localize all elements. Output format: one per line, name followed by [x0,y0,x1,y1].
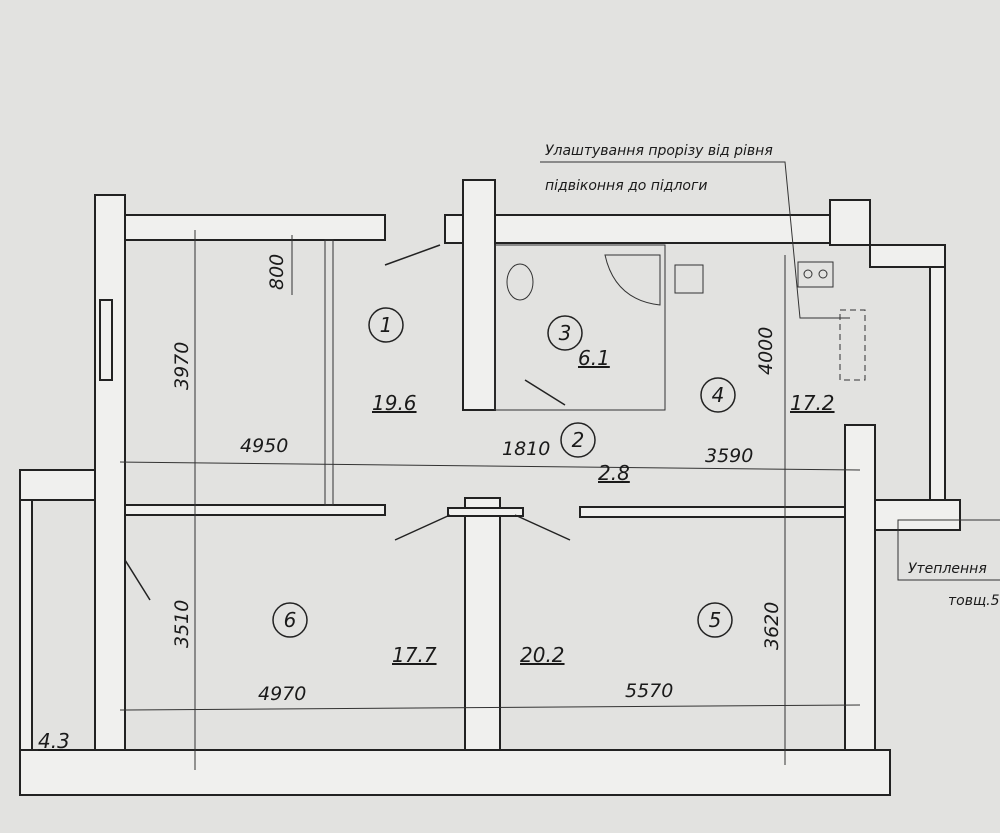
opening-note-line1: Улаштування прорізу від рівня [545,143,773,159]
dim-4950: 4950 [240,435,288,457]
bathroom-outline [494,244,666,411]
room-1-number: 1 [380,313,393,337]
left-balcony-top [19,469,96,501]
room-3-area: 6.1 [578,346,610,370]
fixtures [506,254,866,381]
shower-icon [604,254,661,306]
room-5-number: 5 [709,608,722,632]
balcony-top [869,244,946,268]
room-markers [272,307,736,638]
balcony-window [929,266,946,508]
dim-1810: 1810 [502,438,550,460]
counter [839,309,866,381]
bathroom-wall [462,179,496,411]
wall-4-5 [579,506,846,518]
room-3-number: 3 [559,321,572,345]
dim-4970: 4970 [258,683,306,705]
dim-4000: 4000 [755,327,777,375]
top-wall-middle [444,214,871,244]
center-column [464,497,501,751]
left-wall [94,194,126,771]
insulation-note: Утеплення товщ.5 [897,519,1000,609]
left-window [99,299,113,381]
walls [19,179,961,796]
dimension-lines [119,230,861,770]
insulation-note-line1: Утеплення [908,561,987,577]
room-1-area: 19.6 [372,391,417,415]
room-4-number: 4 [712,383,725,407]
left-balcony-window [19,499,33,771]
center-lintel [447,507,524,517]
right-wall [844,424,876,771]
room-4-area: 17.2 [790,391,835,415]
room-2-number: 2 [572,428,585,452]
balcony-area: 4.3 [38,729,70,753]
stove-icon [797,261,834,288]
opening-note: Улаштування прорізу від рівня підвіконня… [540,143,850,319]
sink-icon [674,264,704,294]
opening-note-line2: підвіконня до підлоги [545,178,707,194]
wall-1-6 [124,504,386,516]
dim-3590: 3590 [705,445,753,467]
partition [324,239,334,506]
room-6-area: 17.7 [392,643,437,667]
dim-3970: 3970 [171,342,193,390]
room-5-area: 20.2 [520,643,565,667]
balcony-bottom [869,499,961,531]
bottom-wall [19,749,891,796]
insulation-note-line2: товщ.5 [948,593,1000,609]
toilet-icon [506,263,534,301]
top-wall-left [124,214,386,241]
dim-3620: 3620 [761,602,783,650]
dim-800: 800 [266,254,288,290]
room-6-number: 6 [284,608,297,632]
room-2-area: 2.8 [598,461,630,485]
top-right-column [829,199,871,246]
dim-3510: 3510 [171,600,193,648]
dim-5570: 5570 [625,680,673,702]
door-swings [124,244,571,601]
